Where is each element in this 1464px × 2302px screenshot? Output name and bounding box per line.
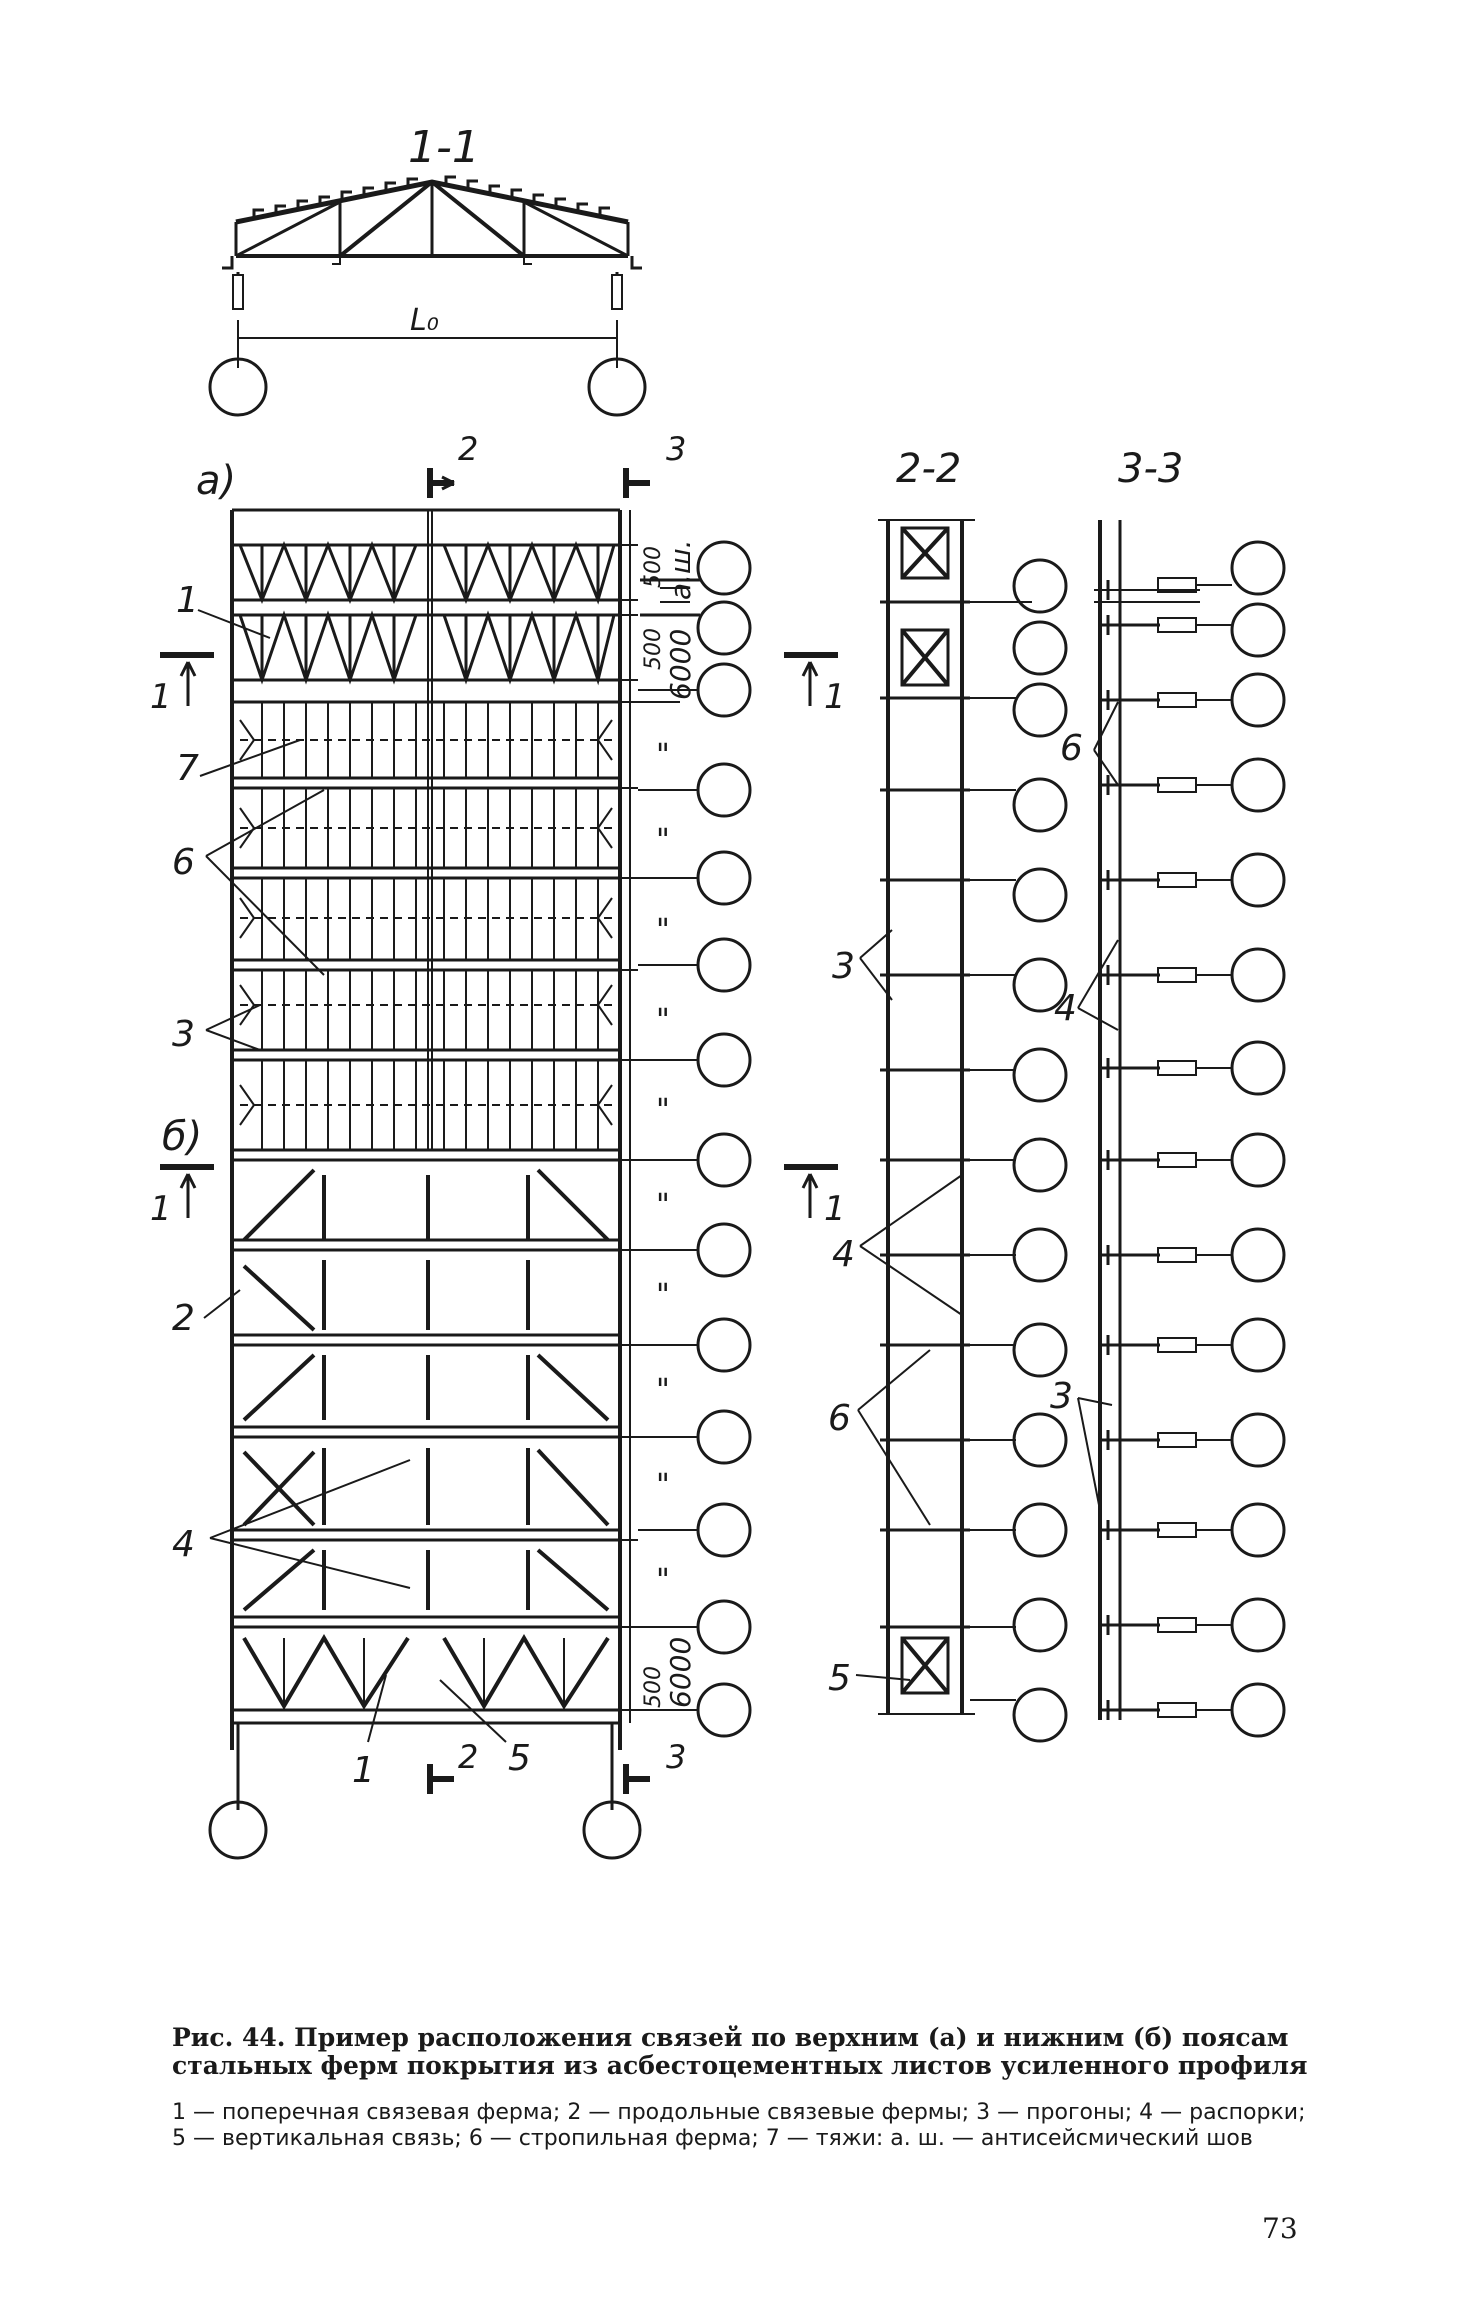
section-mark-1-left-top: 1 — [150, 677, 172, 717]
variant-b-label: б) — [162, 1114, 202, 1160]
callout-6-s22: 6 — [828, 1398, 851, 1439]
callout-4: 4 — [172, 1524, 195, 1565]
section-2-2: 2-2 — [828, 446, 1068, 1743]
callout-1-bottom: 1 — [352, 1750, 375, 1791]
dim-6000-bottom: 6000 — [664, 1637, 697, 1708]
ditto-mark: " — [656, 1278, 670, 1313]
callout-6-s33: 6 — [1060, 728, 1083, 769]
section-mark-1-right-bottom: 1 — [824, 1189, 846, 1229]
section-mark-3-top: 3 — [666, 430, 686, 468]
section-mark-2-bottom: 2 — [458, 1738, 478, 1776]
ditto-mark: " — [656, 738, 670, 773]
dim-500-top-b: 500 — [641, 628, 666, 670]
truss-section-1-1: 1-1 — [208, 122, 647, 417]
section-3-3-title: 3-3 — [1118, 446, 1183, 492]
callout-6: 6 — [172, 842, 195, 883]
ditto-mark: " — [656, 823, 670, 858]
section-3-3: 3-3 — [1050, 446, 1286, 1738]
callout-4-s33: 4 — [1054, 988, 1077, 1029]
ditto-mark: " — [656, 1093, 670, 1128]
callout-5: 5 — [508, 1738, 531, 1779]
section-mark-1-left-bottom: 1 — [150, 1189, 172, 1229]
seismic-joint-label: а.ш. — [664, 539, 697, 600]
span-label: L₀ — [410, 303, 439, 338]
callout-1-top: 1 — [176, 580, 199, 621]
section-2-2-title: 2-2 — [896, 446, 961, 492]
section-mark-1-right-top: 1 — [824, 677, 846, 717]
section-mark-2-top: 2 — [458, 430, 478, 468]
section-mark-3-bottom: 3 — [666, 1738, 686, 1776]
dim-6000-top: 6000 — [664, 629, 697, 700]
dim-500-bottom: 500 — [641, 1666, 666, 1708]
ditto-mark: " — [656, 1003, 670, 1038]
dim-500-top-a: 500 — [641, 546, 666, 588]
caption-title: Рис. 44. Пример расположения связей по в… — [172, 2023, 1308, 2080]
variant-a-label: а) — [196, 458, 236, 504]
ditto-mark: " — [656, 1188, 670, 1223]
callout-7: 7 — [176, 748, 199, 789]
ditto-mark: " — [656, 1373, 670, 1408]
callout-4-s22: 4 — [832, 1234, 855, 1275]
caption-legend: 1 — поперечная связевая ферма; 2 — продо… — [172, 2100, 1306, 2151]
ditto-mark: " — [656, 1563, 670, 1598]
ditto-mark: " — [656, 1468, 670, 1503]
page-number: 73 — [1262, 2212, 1298, 2245]
callout-5-s22: 5 — [828, 1658, 851, 1699]
callout-2: 2 — [172, 1298, 195, 1339]
callout-3-s33: 3 — [1050, 1376, 1073, 1417]
callout-3: 3 — [172, 1014, 195, 1055]
section-1-1-title: 1-1 — [408, 122, 480, 173]
ditto-mark: " — [656, 913, 670, 948]
bracing-plan: а) б) 2 3 2 3 1 1 1 1 — [150, 430, 846, 1860]
callout-3-s22: 3 — [832, 946, 855, 987]
